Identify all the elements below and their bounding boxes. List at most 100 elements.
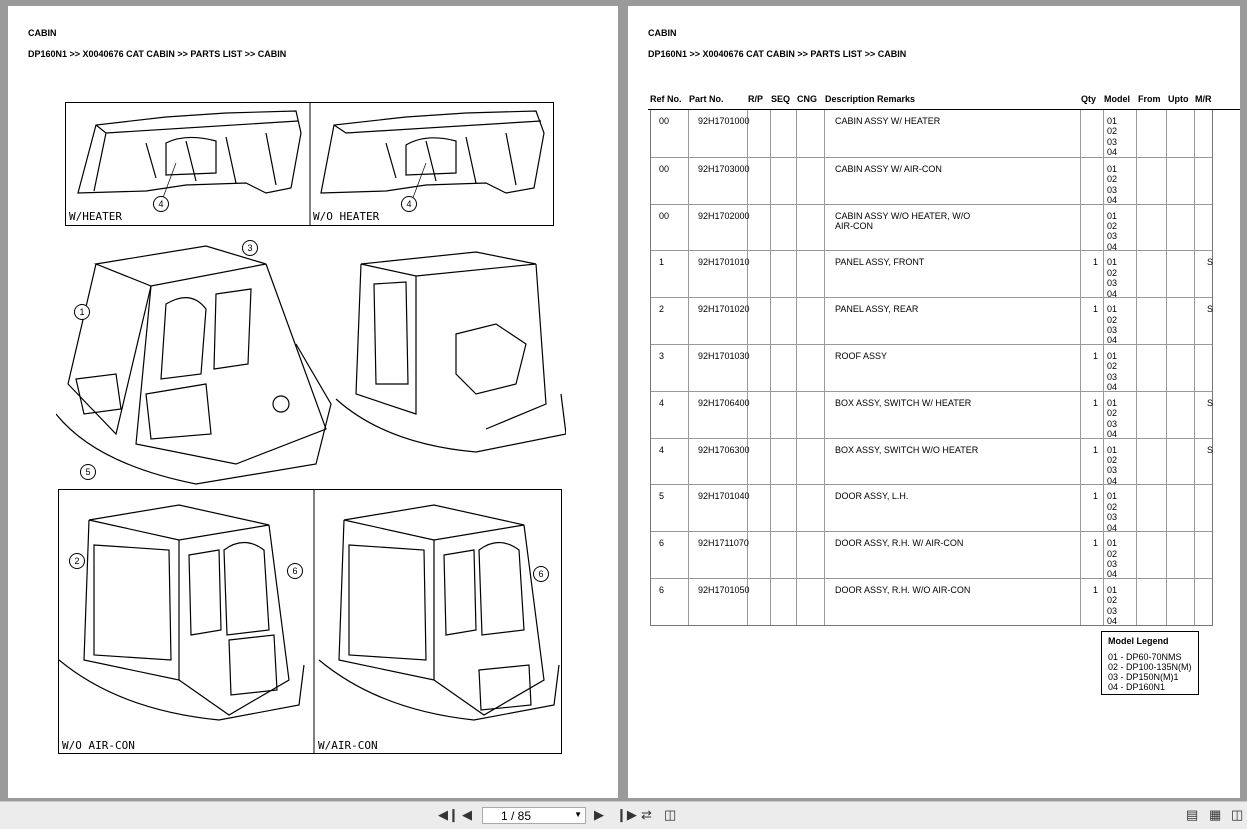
header-model: Model xyxy=(1104,94,1130,104)
qty-cell: 1 xyxy=(1093,304,1099,315)
rotate-icon[interactable]: ⇄ xyxy=(641,807,652,822)
header-cng: CNG xyxy=(797,94,817,104)
mr-cell: S xyxy=(1207,304,1214,315)
cabin-door-drawing xyxy=(59,490,560,753)
model-code: 03 xyxy=(1107,278,1118,289)
ref-cell: 00 xyxy=(659,163,670,174)
legend-item: 01 - DP60-70NMS xyxy=(1108,652,1182,662)
model-code: 04 xyxy=(1107,522,1118,533)
mr-cell: S xyxy=(1207,257,1214,268)
last-page-icon[interactable]: ❙▶ xyxy=(616,807,637,822)
single-page-icon[interactable]: ▤ xyxy=(1186,807,1199,822)
callout-4a: 4 xyxy=(153,196,169,212)
col-sep xyxy=(1136,110,1137,626)
callout-1: 1 xyxy=(74,304,90,320)
description-cell: CABIN ASSY W/O HEATER, W/O AIR-CON xyxy=(835,210,971,232)
model-code: 04 xyxy=(1107,335,1118,346)
model-code: 03 xyxy=(1107,325,1118,335)
qty-cell: 1 xyxy=(1093,350,1099,361)
col-sep xyxy=(1166,110,1167,626)
model-code: 02 xyxy=(1107,314,1118,325)
model-code: 03 xyxy=(1107,558,1118,569)
model-code: 03 xyxy=(1107,512,1118,523)
col-sep xyxy=(688,110,689,626)
prev-page-icon[interactable]: ◀ xyxy=(462,807,472,822)
qty-cell: 1 xyxy=(1093,257,1099,268)
model-code: 01 xyxy=(1107,397,1118,408)
model-code: 01 xyxy=(1107,257,1118,268)
model-code: 04 xyxy=(1107,429,1118,439)
header-upto: Upto xyxy=(1168,94,1189,104)
model-code: 04 xyxy=(1107,382,1118,393)
caption-wo-aircon: W/O AIR-CON xyxy=(62,739,135,752)
description-cell: PANEL ASSY, REAR xyxy=(835,304,919,315)
cabin-roof-drawing xyxy=(77,103,545,225)
cabin-main-drawing xyxy=(55,245,567,485)
ref-cell: 1 xyxy=(659,257,665,268)
model-code: 01 xyxy=(1107,210,1118,221)
model-code: 04 xyxy=(1107,288,1118,299)
header-ref-no: Ref No. xyxy=(650,94,682,104)
header-qty: Qty xyxy=(1081,94,1097,104)
callout-3: 3 xyxy=(242,240,258,256)
model-code: 02 xyxy=(1107,126,1118,137)
header-rp: R/P xyxy=(748,94,764,104)
qty-cell: 1 xyxy=(1093,397,1099,408)
col-sep xyxy=(1080,110,1081,626)
part-no-cell: 92H1706300 xyxy=(698,444,750,455)
model-code: 02 xyxy=(1107,595,1118,606)
description-cell: CABIN ASSY W/ HEATER xyxy=(835,116,941,126)
ref-cell: 6 xyxy=(659,584,665,595)
figure-heater-variants: 4 4 W/HEATER W/O HEATER xyxy=(65,102,554,226)
description-cell: BOX ASSY, SWITCH W/ HEATER xyxy=(835,397,972,408)
header-rule xyxy=(648,109,1240,110)
model-code: 01 xyxy=(1107,538,1118,549)
ref-cell: 00 xyxy=(659,210,670,221)
header-mr: M/R xyxy=(1195,94,1212,104)
first-page-icon[interactable]: ◀❙ xyxy=(438,807,459,822)
callout-5: 5 xyxy=(80,464,96,480)
left-page: CABIN DP160N1 >> X0040676 CAT CABIN >> P… xyxy=(8,6,618,798)
model-code: 03 xyxy=(1107,605,1118,616)
description-cell: ROOF ASSY xyxy=(835,350,888,361)
mr-cell: S xyxy=(1207,397,1214,408)
ref-cell: 6 xyxy=(659,538,665,549)
callout-6a: 6 xyxy=(287,563,303,579)
description-cell: DOOR ASSY, R.H. W/O AIR-CON xyxy=(835,584,971,595)
page-select[interactable]: 1 / 85 ▼ xyxy=(482,807,586,824)
description-cell: DOOR ASSY, L.H. xyxy=(835,491,909,502)
part-no-cell: 92H1701020 xyxy=(698,304,750,315)
description-cell: BOX ASSY, SWITCH W/O HEATER xyxy=(835,444,979,455)
page-indicator: 1 / 85 xyxy=(501,809,532,823)
caption-wo-heater: W/O HEATER xyxy=(313,210,380,223)
ref-cell: 4 xyxy=(659,444,665,455)
model-code: 03 xyxy=(1107,231,1118,242)
caption-w-aircon: W/AIR-CON xyxy=(318,739,378,752)
header-part-no: Part No. xyxy=(689,94,724,104)
model-code: 02 xyxy=(1107,267,1118,278)
description-cell: PANEL ASSY, FRONT xyxy=(835,257,925,268)
model-code: 01 xyxy=(1107,116,1118,126)
facing-page-icon[interactable]: ◫ xyxy=(1231,807,1244,822)
fit-icon[interactable]: ◫ xyxy=(664,807,677,822)
model-code: 01 xyxy=(1107,491,1118,502)
model-code: 02 xyxy=(1107,174,1118,185)
two-page-icon[interactable]: ▦ xyxy=(1209,807,1222,822)
model-code: 04 xyxy=(1107,475,1118,486)
next-page-icon[interactable]: ▶ xyxy=(594,807,604,822)
model-code: 03 xyxy=(1107,418,1118,429)
part-no-cell: 92H1711070 xyxy=(698,538,749,549)
model-code: 02 xyxy=(1107,221,1118,231)
part-no-cell: 92H1703000 xyxy=(698,163,750,174)
